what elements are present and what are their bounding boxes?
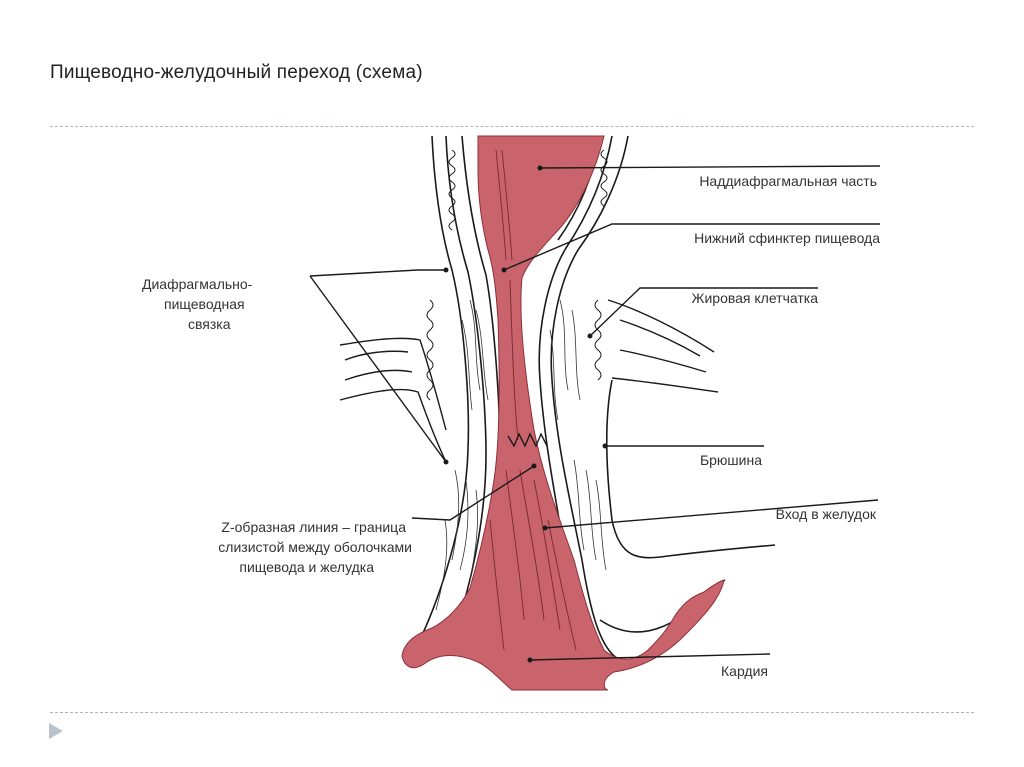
label-peritoneum: Брюшина — [700, 452, 762, 468]
label-phrenoesophageal-1: Диафрагмально- — [142, 276, 253, 292]
label-cardia: Кардия — [721, 663, 768, 679]
z-line — [507, 432, 548, 448]
leader-dots — [443, 165, 608, 663]
label-zline-1: Z-образная линия – граница — [221, 519, 406, 535]
right-muscle-texture — [549, 299, 607, 571]
slide-title: Пищеводно-желудочный переход (схема) — [50, 62, 423, 83]
right-diaphragm — [607, 299, 719, 393]
mucosa-folds — [489, 149, 577, 651]
peritoneum-line — [599, 379, 776, 633]
left-diaphragm — [339, 337, 447, 463]
label-zline-2: слизистой между оболочками — [218, 539, 412, 555]
leader-lines — [309, 165, 881, 661]
bottom-divider — [50, 712, 974, 713]
label-zline-3: пищевода и желудка — [239, 559, 374, 575]
label-stomach-entrance: Вход в желудок — [776, 506, 877, 522]
label-lower-sphincter: Нижний сфинктер пищевода — [694, 230, 880, 246]
triangle-right-icon[interactable] — [48, 722, 64, 740]
label-supradiaphragmatic: Наддиафрагмальная часть — [699, 173, 877, 189]
label-phrenoesophageal-3: связка — [188, 316, 231, 332]
top-divider — [50, 126, 974, 127]
right-ligament-loops — [594, 149, 608, 381]
label-phrenoesophageal-2: пищеводная — [164, 296, 245, 312]
label-fatty-tissue: Жировая клетчатка — [692, 290, 819, 306]
mucosa — [401, 135, 725, 691]
